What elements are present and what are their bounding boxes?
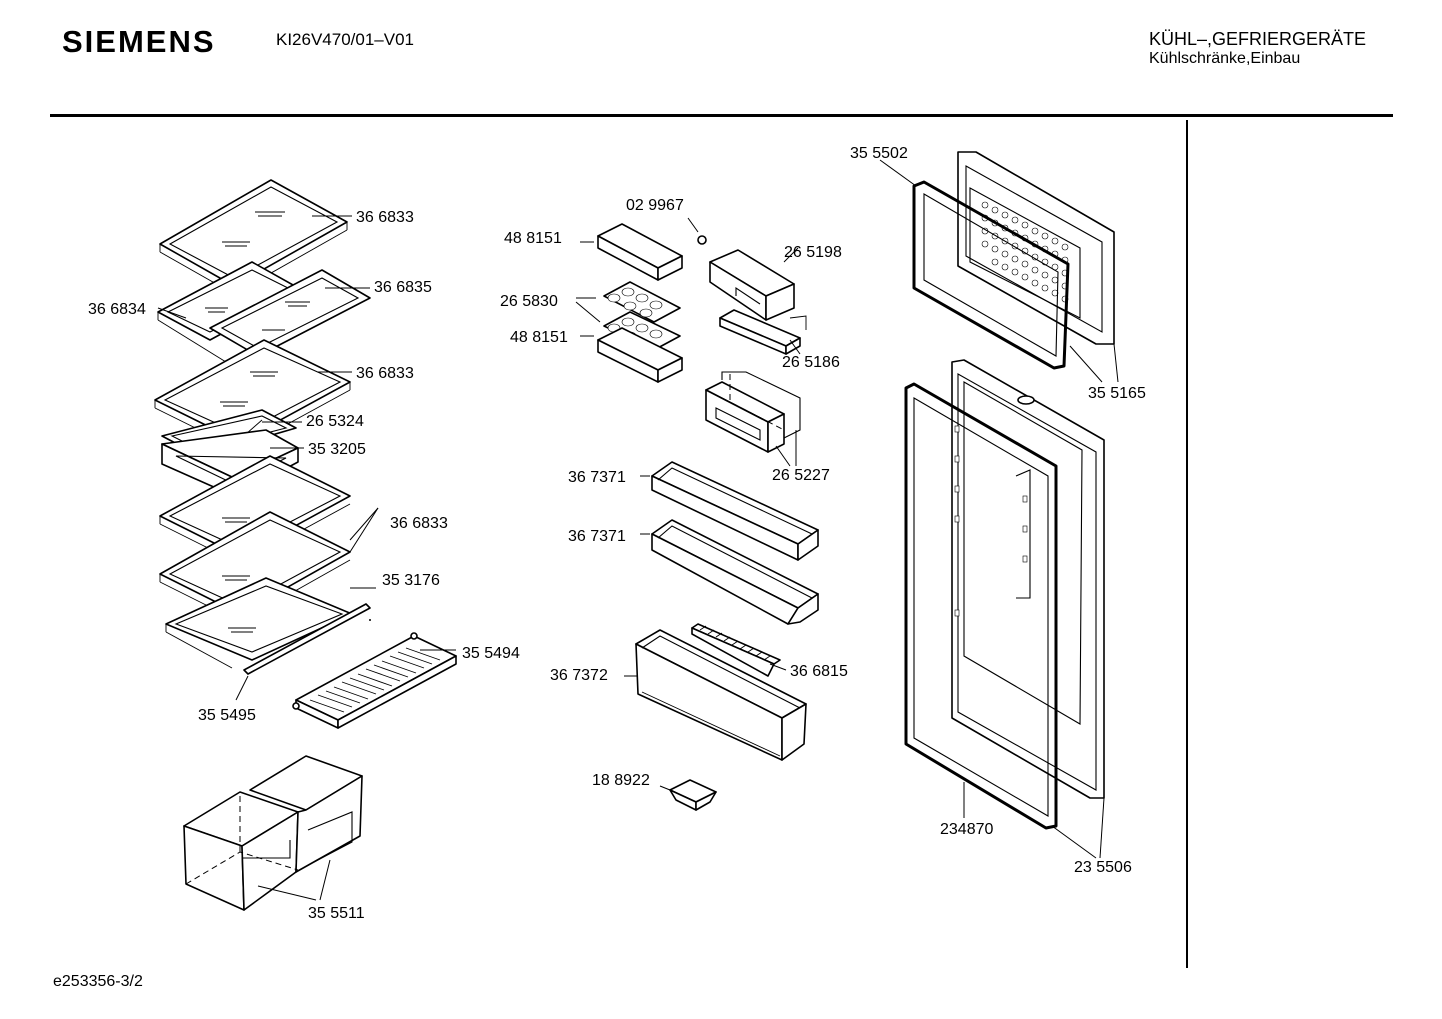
- label-367371-b: 36 7371: [568, 528, 626, 545]
- egg-tray-upper[interactable]: [603, 281, 681, 323]
- label-234870: 234870: [940, 821, 993, 838]
- label-488151-b: 48 8151: [510, 329, 568, 346]
- shelf-trim-strip[interactable]: [243, 603, 371, 675]
- label-366815: 36 6815: [790, 663, 848, 680]
- right-margin-rule: [1186, 120, 1188, 968]
- label-366835: 36 6835: [374, 279, 432, 296]
- butter-compartment-tray[interactable]: [719, 309, 807, 355]
- butter-dish-bottom[interactable]: [597, 327, 683, 383]
- screw[interactable]: [697, 235, 707, 245]
- label-367372: 36 7372: [550, 667, 608, 684]
- butter-compartment-lid[interactable]: [709, 249, 795, 321]
- label-355511: 35 5511: [308, 905, 365, 922]
- header-rule: [50, 114, 1393, 117]
- category-subtitle: Kühlschränke,Einbau: [1149, 50, 1301, 67]
- label-235506: 23 5506: [1074, 859, 1132, 876]
- label-265324: 26 5324: [306, 413, 364, 430]
- dairy-compartment[interactable]: [705, 371, 801, 453]
- butter-dish-top[interactable]: [597, 223, 683, 281]
- label-355495: 35 5495: [198, 707, 256, 724]
- vegetable-drawers[interactable]: [183, 755, 363, 911]
- label-265830: 26 5830: [500, 293, 558, 310]
- label-366833-b: 36 6833: [356, 365, 414, 382]
- fridge-door-gasket[interactable]: [904, 382, 1058, 830]
- label-366833-a: 36 6833: [356, 209, 414, 226]
- split-glass-shelf[interactable]: [157, 261, 371, 363]
- label-488151-a: 48 8151: [504, 230, 562, 247]
- large-bottle-rack[interactable]: [635, 629, 807, 761]
- label-366833-c: 36 6833: [390, 515, 448, 532]
- label-265198: 26 5198: [784, 244, 842, 261]
- door-rack-clip-strip[interactable]: [691, 623, 781, 677]
- ventilation-grille[interactable]: [292, 632, 457, 729]
- small-container[interactable]: [669, 779, 717, 811]
- freezer-door-gasket[interactable]: [912, 180, 1070, 370]
- label-353205: 35 3205: [308, 441, 366, 458]
- label-366834: 36 6834: [88, 301, 146, 318]
- brand-logo: SIEMENS: [62, 24, 216, 59]
- label-029967: 02 9967: [626, 197, 684, 214]
- label-355165: 35 5165: [1088, 385, 1146, 402]
- door-bottle-rack-2[interactable]: [651, 519, 819, 625]
- label-265227: 26 5227: [772, 467, 830, 484]
- label-355502: 35 5502: [850, 145, 908, 162]
- label-353176: 35 3176: [382, 572, 440, 589]
- label-188922: 18 8922: [592, 772, 650, 789]
- fridge-door-panel[interactable]: [951, 359, 1105, 799]
- label-355494: 35 5494: [462, 645, 520, 662]
- category-title: KÜHL–,GEFRIERGERÄTE: [1149, 29, 1367, 49]
- door-bottle-rack-1[interactable]: [651, 461, 819, 561]
- model-number: KI26V470/01–V01: [276, 30, 415, 49]
- label-367371-a: 36 7371: [568, 469, 626, 486]
- label-265186: 26 5186: [782, 354, 840, 371]
- freezer-door-panel[interactable]: [957, 151, 1115, 345]
- document-id: e253356-3/2: [53, 973, 143, 990]
